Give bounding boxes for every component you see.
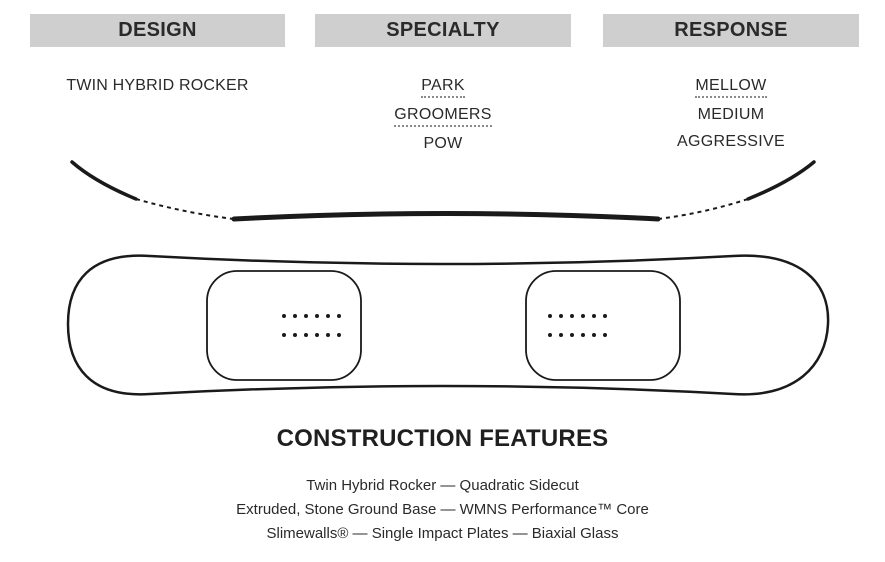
insert-dot [304, 314, 308, 318]
feature-line: Extruded, Stone Ground Base — WMNS Perfo… [236, 501, 649, 518]
specialty-option-groomers: GROOMERS [394, 105, 492, 127]
response-option-mellow: MELLOW [695, 76, 767, 98]
insert-dot [293, 333, 297, 337]
design-header: DESIGN [30, 14, 285, 47]
profile-camber-center [231, 211, 661, 222]
insert-dot [326, 314, 330, 318]
response-header: RESPONSE [603, 14, 859, 47]
insert-dot [559, 333, 563, 337]
insert-dot [315, 333, 319, 337]
construction-features-title: CONSTRUCTION FEATURES [276, 425, 609, 452]
insert-dot [559, 314, 563, 318]
design-value: TWIN HYBRID ROCKER [66, 77, 249, 94]
insert-dot [603, 314, 607, 318]
snowboard-illustration [66, 160, 830, 396]
specialty-options: PARK GROOMERS POW [315, 76, 571, 161]
response-option-medium: MEDIUM [697, 106, 765, 123]
insert-dot [282, 333, 286, 337]
insert-dot [570, 314, 574, 318]
profile-rocker-right [657, 198, 749, 220]
insert-dot [315, 314, 319, 318]
insert-dot [282, 314, 286, 318]
insert-dot [304, 333, 308, 337]
response-options: MELLOW MEDIUM AGGRESSIVE [603, 76, 859, 159]
specialty-option-park: PARK [421, 76, 465, 98]
insert-dot [548, 333, 552, 337]
feature-line: Twin Hybrid Rocker — Quadratic Sidecut [306, 477, 579, 494]
insert-dot [548, 314, 552, 318]
insert-pattern-right [548, 314, 607, 337]
specialty-option-pow: POW [423, 135, 463, 152]
response-option-aggressive: AGGRESSIVE [677, 133, 785, 150]
profile-tip-left [70, 160, 138, 201]
insert-dot [592, 333, 596, 337]
feature-line: Slimewalls® — Single Impact Plates — Bia… [266, 525, 619, 542]
specialty-header: SPECIALTY [315, 14, 571, 47]
insert-dot [326, 333, 330, 337]
profile-tip-right [746, 160, 816, 201]
insert-dot [603, 333, 607, 337]
insert-dot [337, 314, 341, 318]
insert-dot [592, 314, 596, 318]
binding-area-right [525, 270, 681, 381]
rocker-profile-diagram [70, 160, 816, 222]
insert-dot [581, 314, 585, 318]
insert-dot [293, 314, 297, 318]
profile-rocker-left [135, 198, 235, 220]
insert-dot [581, 333, 585, 337]
insert-dot [337, 333, 341, 337]
board-outline [66, 254, 830, 396]
insert-pattern-left [282, 314, 341, 337]
insert-dot [570, 333, 574, 337]
binding-area-left [206, 270, 362, 381]
